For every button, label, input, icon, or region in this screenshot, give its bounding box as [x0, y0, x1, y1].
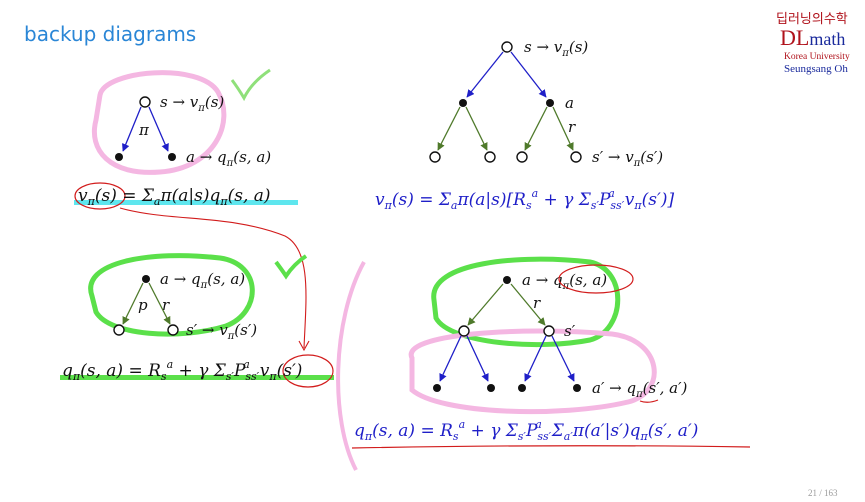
edge-left — [122, 106, 142, 152]
equation-v-one-step: vπ(s) = Σaπ(a|s)qπ(s, a) — [78, 186, 271, 208]
edge — [551, 335, 575, 382]
action-node — [459, 99, 467, 107]
brand-korean-title: 딥러닝의수학 — [776, 11, 848, 26]
edge-label-r: r — [533, 294, 541, 312]
edge — [466, 51, 504, 98]
edge — [467, 283, 504, 326]
pink-highlight-circle — [92, 70, 227, 175]
state-node — [570, 151, 582, 163]
leaf-label: s′ → vπ(s′) — [592, 148, 663, 169]
edge — [552, 106, 574, 151]
edge — [439, 335, 462, 382]
state-node — [429, 151, 441, 163]
state-node — [113, 324, 125, 336]
edge — [437, 106, 461, 151]
leaf-label: a → qπ(s, a) — [186, 148, 271, 169]
state-node — [516, 151, 528, 163]
action-label: a — [565, 94, 574, 112]
action-node — [503, 276, 511, 284]
state-node — [501, 41, 513, 53]
action-node — [573, 384, 581, 392]
action-node — [433, 384, 441, 392]
action-node — [115, 153, 123, 161]
action-node — [168, 153, 176, 161]
root-label: a → qπ(s, a) — [160, 270, 245, 291]
edge-label-r: r — [162, 296, 170, 314]
edge — [466, 335, 489, 382]
green-highlight-circle — [431, 256, 621, 348]
red-connector-arrowhead — [298, 340, 310, 352]
brand-logo: 딥러닝의수학 DLmath Korea University Seungsang… — [776, 11, 850, 75]
action-node — [518, 384, 526, 392]
brand-dlmath: DLmath — [780, 25, 845, 50]
red-circle-v — [74, 182, 126, 210]
green-underline — [60, 375, 334, 380]
edge-right — [148, 106, 169, 152]
red-circle-q — [558, 264, 634, 294]
edge — [465, 106, 488, 151]
edge — [510, 283, 546, 326]
edge — [524, 335, 547, 382]
leaf-label: a′ → qπ(s′, a′) — [592, 379, 687, 400]
red-circle-vs — [282, 354, 334, 388]
edge — [510, 51, 547, 98]
diagram-v-one-step: s → vπ(s) π a → qπ(s, a) vπ(s) = Σaπ(a|s… — [74, 68, 298, 210]
action-node — [487, 384, 495, 392]
green-checkmark — [274, 254, 308, 280]
pink-bracket — [336, 261, 366, 471]
edge-right — [148, 282, 171, 325]
cyan-highlight — [74, 200, 298, 205]
edge-label-p: p — [138, 296, 148, 314]
action-node — [142, 275, 150, 283]
red-underline-equation — [351, 445, 751, 449]
state-node — [167, 324, 179, 336]
state-node — [484, 151, 496, 163]
root-label: s → vπ(s) — [160, 93, 224, 114]
diagram-q-one-step: a → qπ(s, a) p r s′ → vπ(s′) qπ(s, a) = … — [60, 253, 334, 388]
slide-title: backup diagrams — [24, 22, 196, 46]
edge-left — [122, 282, 144, 325]
state-node — [458, 325, 470, 337]
check-stroke — [230, 68, 271, 102]
red-connector-curve — [119, 207, 307, 349]
leaf-label: s′ → vπ(s′) — [186, 321, 257, 342]
brand-university: Korea University — [784, 52, 850, 62]
root-label: a → qπ(s, a) — [522, 271, 607, 292]
page-number: 21 / 163 — [808, 488, 838, 498]
edge — [524, 106, 548, 151]
root-label: s → vπ(s) — [524, 38, 588, 59]
diagram-q-two-step: a → qπ(s, a) r s′ a′ → qπ(s′, a′) qπ(s, … — [351, 256, 751, 449]
diagram-v-two-step: s → vπ(s) a r s′ → vπ(s′) vπ(s) = Σaπ(a|… — [375, 38, 674, 212]
brand-author: Seungsang Oh — [784, 63, 848, 75]
state-node — [543, 325, 555, 337]
edge-label-r: r — [568, 118, 576, 136]
red-underline-pi — [639, 399, 659, 403]
action-node — [546, 99, 554, 107]
state-label: s′ — [564, 322, 576, 340]
green-highlight-circle — [88, 253, 255, 337]
state-node — [139, 96, 151, 108]
edge-label-pi: π — [138, 121, 150, 139]
